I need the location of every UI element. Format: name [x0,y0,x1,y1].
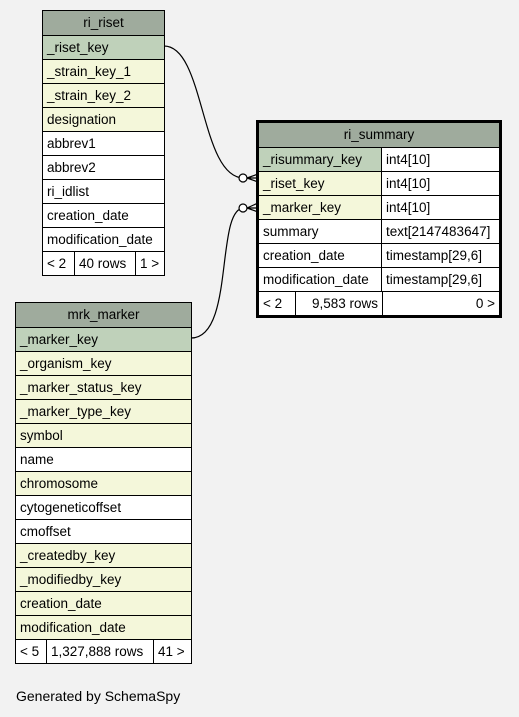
column-row[interactable]: chromosome [16,471,191,495]
generated-by-label: Generated by SchemaSpy [16,688,181,704]
parents-count[interactable]: < 5 [20,644,40,659]
row-count[interactable]: 9,583 rows [295,292,382,315]
column-row[interactable]: abbrev2 [43,155,164,179]
column-row[interactable]: _riset_key int4[10] [259,171,499,195]
column-row[interactable]: _marker_key int4[10] [259,195,499,219]
column-row[interactable]: cmoffset [16,519,191,543]
column-name: creation_date [263,248,345,263]
column-row[interactable]: ri_idlist [43,179,164,203]
column-name: abbrev1 [47,136,96,151]
column-row[interactable]: _marker_key [16,327,191,351]
column-row[interactable]: cytogeneticoffset [16,495,191,519]
column-row[interactable]: creation_date [43,203,164,227]
column-type: timestamp[29,6] [381,244,499,267]
children-count[interactable]: 1 > [135,252,164,275]
column-name: _createdby_key [20,548,116,563]
column-row[interactable]: _risummary_key int4[10] [259,147,499,171]
parents-count[interactable]: < 2 [263,296,283,311]
column-name: _organism_key [20,356,112,371]
column-row[interactable]: _organism_key [16,351,191,375]
column-name: modification_date [20,620,126,635]
column-name: modification_date [47,232,153,247]
column-name: _riset_key [263,176,325,191]
column-name: creation_date [20,596,102,611]
column-row[interactable]: _createdby_key [16,543,191,567]
cardinality-zero-icon [238,203,248,213]
column-name: summary [263,224,319,239]
column-name: _riset_key [47,40,109,55]
column-name: abbrev2 [47,160,96,175]
link-riset-key [163,45,245,179]
column-name: modification_date [263,272,369,287]
column-name: _marker_key [263,200,342,215]
column-type: timestamp[29,6] [381,268,499,291]
column-name: creation_date [47,208,129,223]
table-header: mrk_marker [16,303,191,327]
row-count[interactable]: 1,327,888 rows [46,640,153,663]
column-row[interactable]: designation [43,107,164,131]
column-name: cmoffset [20,524,71,539]
column-name: symbol [20,428,63,443]
column-name: _strain_key_1 [47,64,132,79]
column-type: text[2147483647] [381,220,499,243]
table-mrk-marker[interactable]: mrk_marker _marker_key _organism_key _marke… [15,302,192,664]
column-name: _marker_key [20,332,99,347]
cardinality-zero-icon [238,173,248,183]
column-row[interactable]: _marker_status_key [16,375,191,399]
column-row[interactable]: _modifiedby_key [16,567,191,591]
column-row[interactable]: symbol [16,423,191,447]
column-row[interactable]: _marker_type_key [16,399,191,423]
column-row[interactable]: summary text[2147483647] [259,219,499,243]
column-name: _strain_key_2 [47,88,132,103]
column-row[interactable]: modification_date [16,615,191,639]
table-ri-riset[interactable]: ri_riset _riset_key _strain_key_1 _strain_k… [42,10,165,276]
column-row[interactable]: _strain_key_2 [43,83,164,107]
column-name: _risummary_key [263,152,363,167]
column-name: ri_idlist [47,184,90,199]
column-type: int4[10] [381,148,499,171]
column-name: chromosome [20,476,99,491]
column-row[interactable]: modification_date [43,227,164,251]
table-header: ri_riset [43,11,164,35]
column-name: _marker_status_key [20,380,142,395]
column-row[interactable]: creation_date timestamp[29,6] [259,243,499,267]
column-row[interactable]: _strain_key_1 [43,59,164,83]
column-row[interactable]: name [16,447,191,471]
parents-count[interactable]: < 2 [47,256,67,271]
children-count[interactable]: 0 > [382,292,499,315]
column-type: int4[10] [381,196,499,219]
column-row[interactable]: modification_date timestamp[29,6] [259,267,499,291]
column-name: cytogeneticoffset [20,500,122,515]
link-marker-key [190,207,245,339]
column-name: _marker_type_key [20,404,132,419]
children-count[interactable]: 41 > [153,640,191,663]
column-name: designation [47,112,117,127]
column-name: _modifiedby_key [20,572,122,587]
column-name: name [20,452,54,467]
column-type: int4[10] [381,172,499,195]
column-row[interactable]: _riset_key [43,35,164,59]
column-row[interactable]: abbrev1 [43,131,164,155]
column-row[interactable]: creation_date [16,591,191,615]
row-count[interactable]: 40 rows [74,252,135,275]
table-header: ri_summary [259,123,499,147]
